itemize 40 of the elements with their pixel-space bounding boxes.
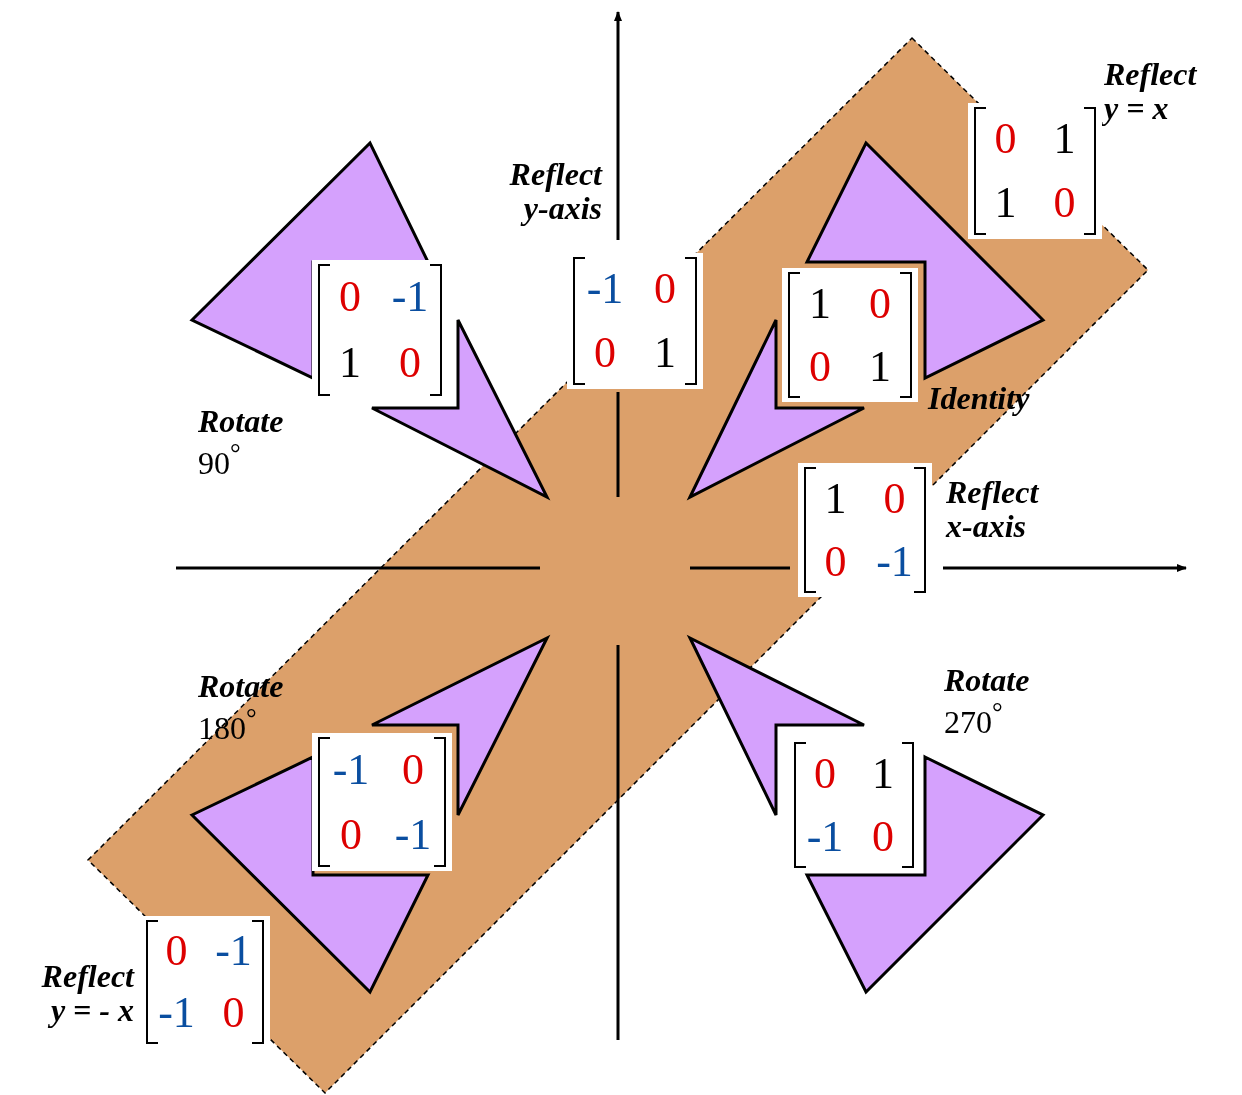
matrix-entry: 1	[994, 181, 1017, 225]
matrix-entry: 0	[872, 814, 894, 859]
matrix-entry: 1	[1053, 117, 1076, 161]
matrix-entry: 0	[165, 929, 188, 973]
matrix-entry: 1	[869, 344, 891, 389]
matrix	[312, 733, 452, 871]
matrix-entry: -1	[876, 539, 913, 584]
matrix-entry: 1	[872, 751, 894, 796]
matrix-entry: 0	[340, 812, 362, 857]
transformation-label: Rotate 90$^{°}$	[198, 405, 285, 480]
transformation-label: Reflect y = x	[1104, 58, 1197, 126]
matrix-entry: 0	[883, 476, 906, 521]
transformation-label: Reflect y-axis	[509, 158, 602, 226]
matrix-entry: -1	[391, 275, 429, 319]
matrix-entry: 1	[339, 341, 361, 385]
transformation-label: Reflect y = - x	[41, 960, 134, 1028]
matrix-entry: 0	[814, 751, 836, 796]
matrix-entry: 0	[654, 267, 676, 311]
matrix-entry: 0	[399, 341, 421, 385]
matrix-entry: 0	[809, 344, 831, 389]
matrix-entry: 1	[824, 476, 847, 521]
matrix-entry: 1	[809, 281, 831, 326]
matrix	[782, 268, 918, 402]
matrix-entry: 0	[402, 747, 424, 792]
matrix-entry: -1	[806, 814, 844, 859]
matrix-entry: -1	[158, 991, 195, 1035]
matrix-entry: -1	[332, 747, 370, 792]
matrix-entry: 0	[994, 117, 1017, 161]
matrix-entry: 0	[824, 539, 847, 584]
matrix-entry: 0	[869, 281, 891, 326]
matrix-entry: 0	[1053, 181, 1076, 225]
transformation-label: Rotate 270$^{°}$	[944, 664, 1031, 739]
transformation-label: Reflect x-axis	[946, 476, 1039, 544]
matrix-entry: -1	[394, 812, 432, 857]
matrix-entry: 0	[594, 331, 616, 375]
matrix-entry: 0	[339, 275, 361, 319]
matrix-entry: 0	[222, 991, 245, 1035]
matrix-entry: 1	[654, 331, 676, 375]
matrix-entry: -1	[215, 929, 252, 973]
matrix-entry: -1	[586, 267, 624, 311]
